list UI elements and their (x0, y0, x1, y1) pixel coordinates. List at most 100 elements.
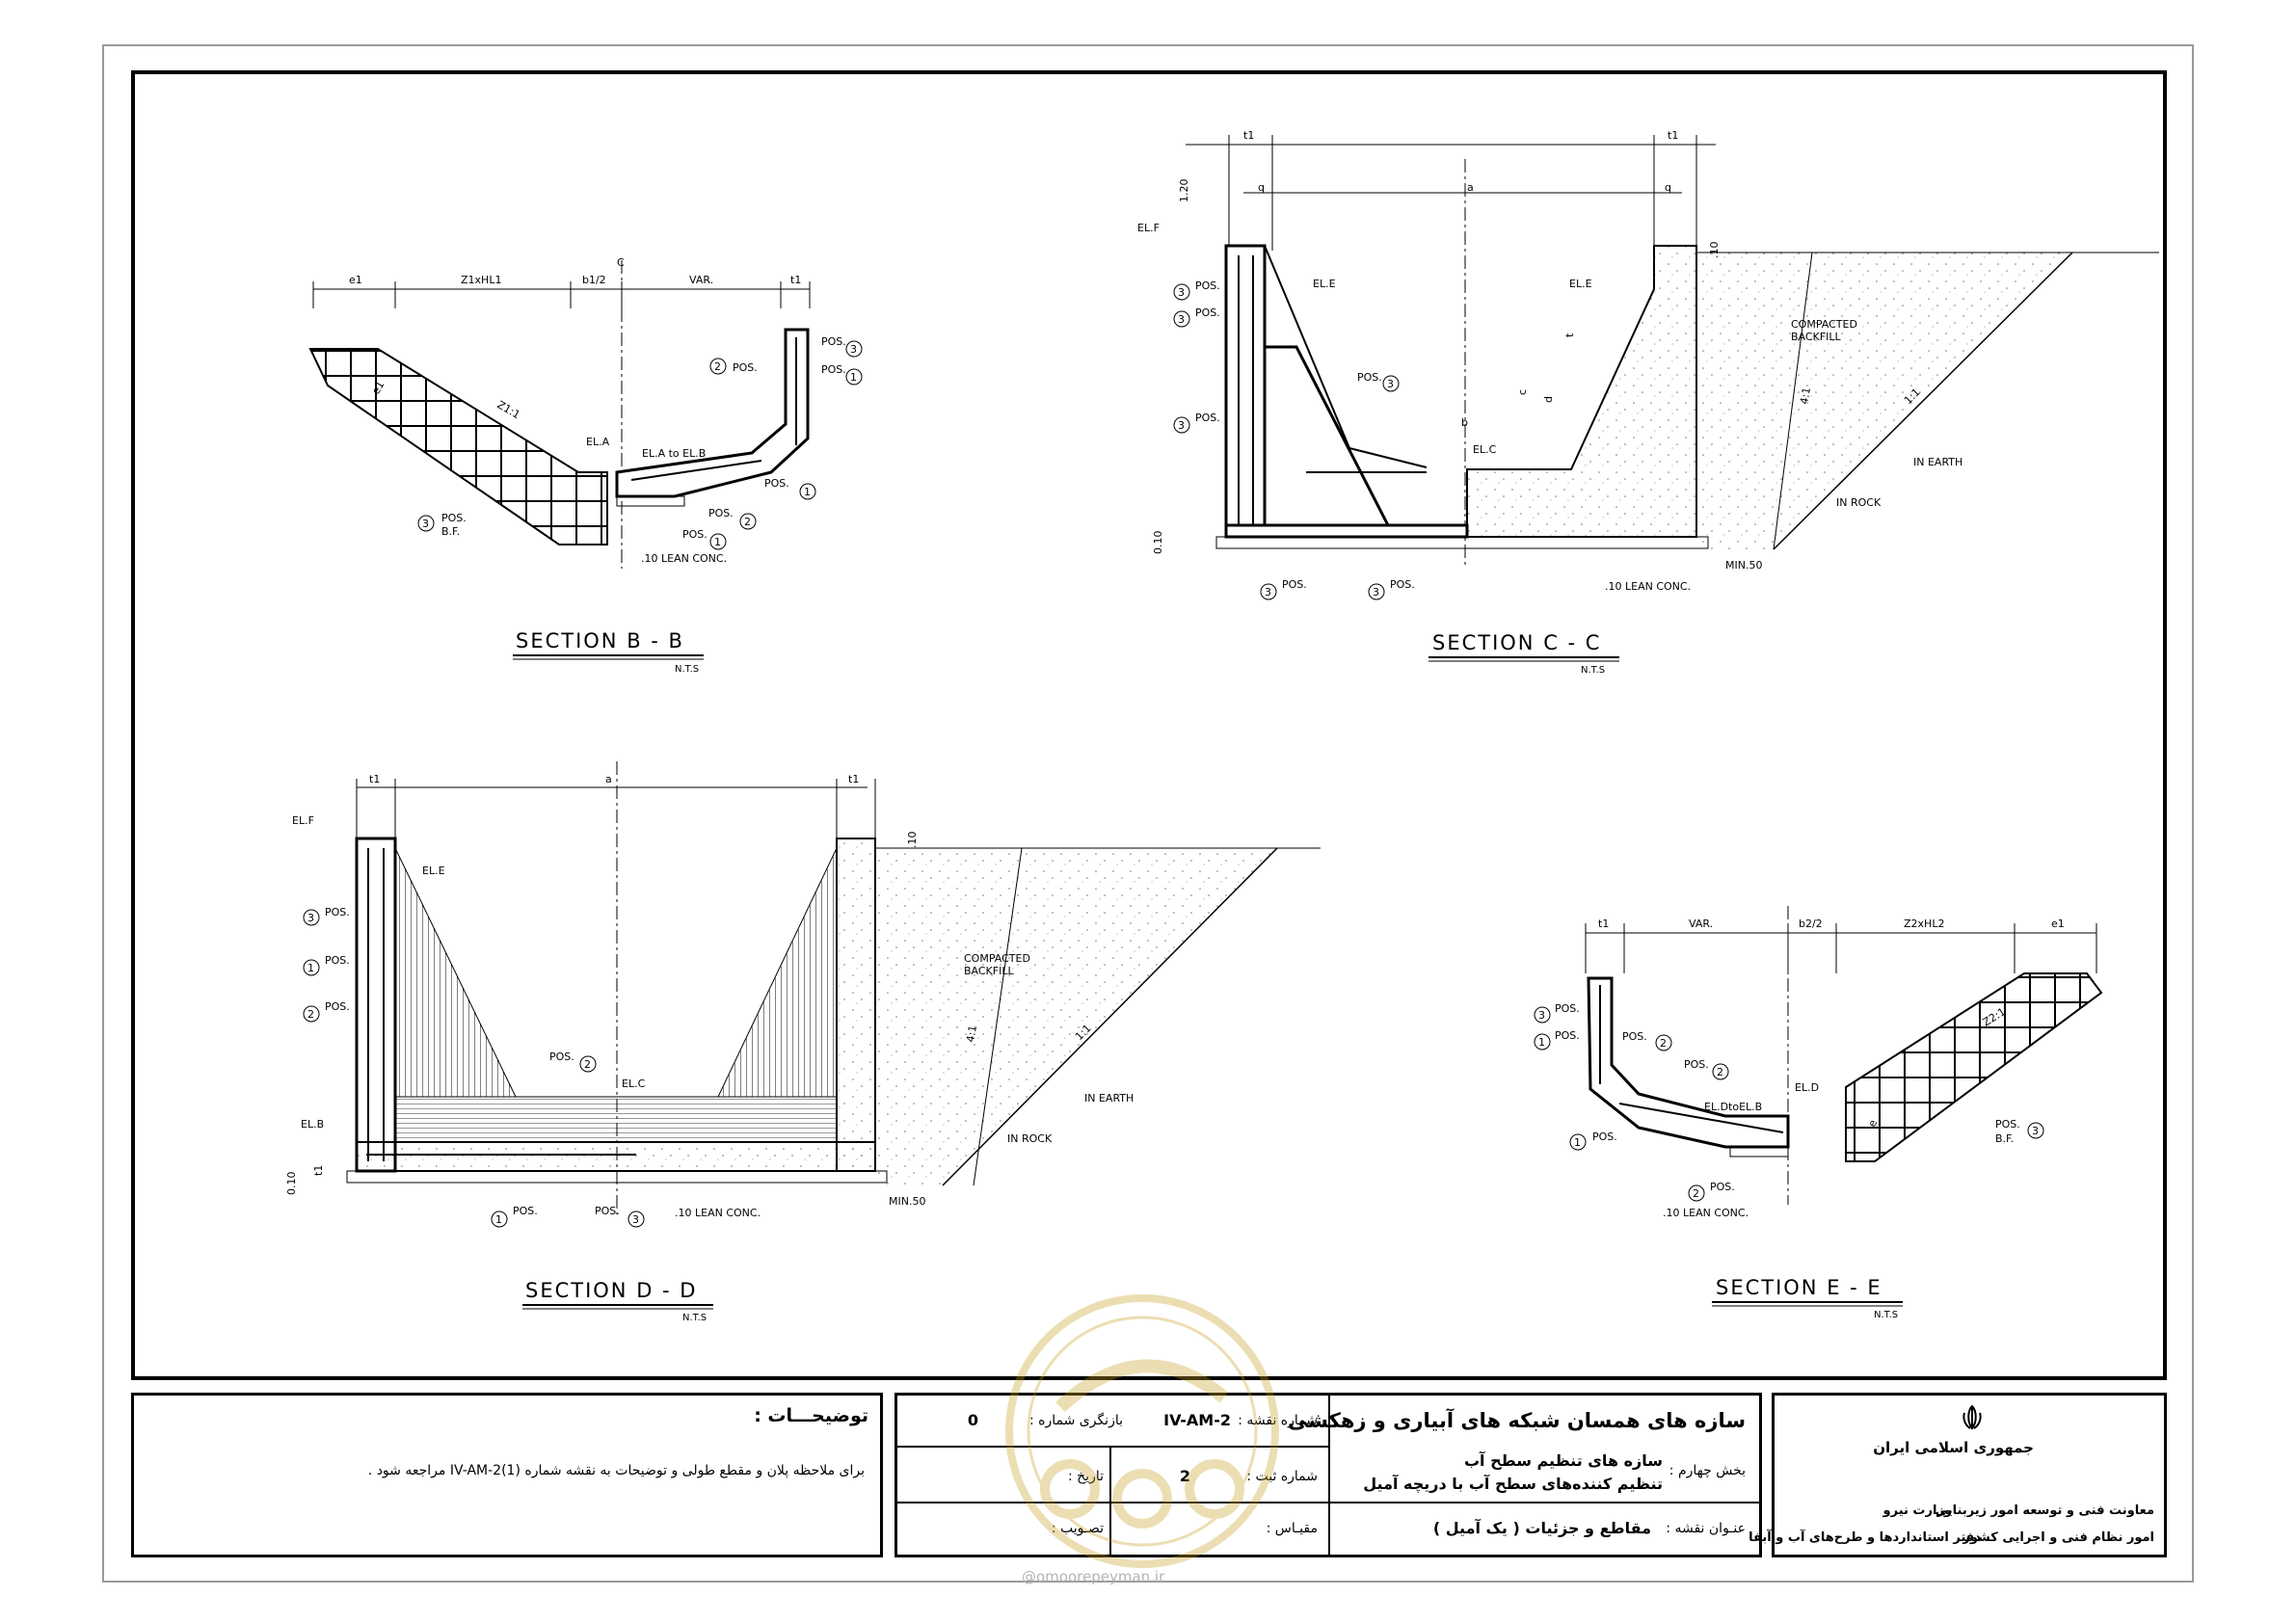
ee-pos-label: POS. (1684, 1058, 1709, 1071)
dd-label-el-c: EL.C (622, 1078, 646, 1090)
country-name: جمهوری اسلامی ایران (1873, 1439, 2034, 1456)
cc-label-rock: IN ROCK (1836, 496, 1882, 509)
cc-dim-q2: q (1665, 181, 1671, 194)
ee-scale: N.T.S (1874, 1310, 1898, 1320)
bb-dim-var: VAR. (689, 274, 713, 286)
bb-scale: N.T.S (675, 664, 699, 675)
cc-label-slope1: 4:1 (1798, 386, 1813, 406)
ee-label-el-d: EL.D (1795, 1081, 1819, 1094)
bb-label-el-a: EL.A (586, 436, 610, 448)
dd-pos-num: 3 (307, 912, 314, 924)
bb-pos-num: 1 (850, 371, 857, 384)
dd-scale: N.T.S (682, 1313, 707, 1323)
part-value-1: سازه های تنظیم سطح آب (1463, 1451, 1663, 1470)
cc-label-lean: .10 LEAN CONC. (1605, 580, 1691, 593)
part-label: بخش چهارم : (1669, 1463, 1746, 1478)
dd-label-el-b: EL.B (301, 1118, 324, 1131)
divider (897, 1502, 1328, 1503)
bb-dim-z1hl1: Z1xHL1 (461, 274, 501, 286)
notes-title: توضیحـــات : (754, 1405, 868, 1426)
cc-label-t: t (1563, 333, 1576, 337)
bb-label-slope: Z1:1 (495, 398, 522, 421)
drawing-no-label: شماره نقشه : (1238, 1413, 1318, 1428)
drawing-title-value: مقاطع و جزئیات ( یک آمیل ) (1432, 1519, 1651, 1537)
cc-dim-010: 0.10 (1152, 531, 1164, 555)
ee-label-e: e (1866, 1118, 1881, 1129)
cc-pos-num: 3 (1373, 586, 1379, 599)
ee-pos-num: 1 (1538, 1036, 1545, 1049)
dd-label-lean: .10 LEAN CONC. (675, 1207, 761, 1219)
bb-pos-num: 2 (714, 360, 721, 373)
ee-dim-b2: b2/2 (1799, 918, 1823, 930)
ee-label-el-db: EL.DtoEL.B (1704, 1101, 1762, 1113)
title-block: سازه های همسان شبکه های آبیاری و زهکشی ب… (894, 1393, 1762, 1557)
cc-label-earth: IN EARTH (1913, 456, 1962, 468)
cc-dim-q: q (1258, 181, 1265, 194)
cc-dim-120: 1.20 (1178, 179, 1190, 203)
cc-label-el-e2: EL.E (1569, 278, 1592, 290)
bb-pos-num: 3 (422, 518, 429, 530)
cc-dim-10: .10 (1708, 242, 1721, 259)
bb-pos-label: POS. (682, 528, 707, 541)
part-value-2: تنظیم کننده‌های سطح آب با دریچه آمیل (1363, 1475, 1663, 1493)
ee-dim-z2hl2: Z2xHL2 (1904, 918, 1944, 930)
cc-label-c: c (1516, 389, 1529, 395)
cc-label-el-e: EL.E (1313, 278, 1336, 290)
bb-pos-label: POS. (764, 477, 789, 490)
cc-pos-label: POS. (1195, 279, 1220, 292)
cc-pos-num: 3 (1178, 419, 1185, 432)
cc-label-b: b (1461, 416, 1468, 429)
dd-label-earth: IN EARTH (1084, 1092, 1134, 1104)
sheet-outer-border (102, 44, 2194, 1583)
cc-pos-label: POS. (1282, 578, 1307, 591)
dd-pos-num: 1 (495, 1213, 502, 1226)
bb-pos-num: 1 (714, 536, 721, 548)
ee-pos-label: POS. (1592, 1131, 1617, 1143)
drawing-title-label: عنـوان نقشه : (1666, 1521, 1746, 1536)
bb-dim-t1: t1 (790, 274, 801, 286)
revision-label: بازنگری شماره : (1028, 1413, 1123, 1428)
cc-dim-t1b: t1 (1668, 129, 1678, 142)
cc-pos-label: POS. (1195, 412, 1220, 424)
ee-dim-var: VAR. (1689, 918, 1713, 930)
ee-pos-label: POS. (1555, 1029, 1580, 1042)
office-1: امور نظام فنی و اجرایی کشور (1962, 1530, 2154, 1545)
cc-scale: N.T.S (1581, 665, 1605, 676)
dd-pos-label: POS. (513, 1205, 538, 1217)
ee-pos-num: 2 (1693, 1187, 1699, 1200)
dd-dim-t1: t1 (369, 773, 380, 785)
watermark-site: @omoorepeyman.ir (1022, 1568, 1165, 1585)
ee-label-lean: .10 LEAN CONC. (1663, 1207, 1749, 1219)
cc-pos-num: 3 (1178, 313, 1185, 326)
dd-pos-num: 3 (632, 1213, 639, 1226)
bb-dim-e1: e1 (349, 274, 362, 286)
cc-pos-label: POS. (1390, 578, 1415, 591)
bb-pos-label: POS. (733, 361, 758, 374)
emblem-icon (1962, 1404, 1982, 1430)
cc-label-d: d (1542, 396, 1555, 403)
ee-pos-num: 1 (1574, 1136, 1581, 1149)
dd-dim-t1c: t1 (312, 1165, 325, 1176)
sheet-no-value: 2 (1179, 1467, 1190, 1485)
divider (897, 1446, 1328, 1448)
ee-title: SECTION E - E (1716, 1276, 1882, 1299)
bb-label-lean: .10 LEAN CONC. (641, 552, 727, 565)
dd-pos-num: 1 (307, 962, 314, 974)
ee-pos-label: POS. (1622, 1030, 1647, 1043)
approval-label: تصـویب : (1051, 1521, 1104, 1536)
dd-dim-a: a (605, 773, 612, 785)
date-label: تاریخ : (1067, 1469, 1104, 1484)
deputy-name: معاونت فنی و توسعه امور زیربنایی (1935, 1503, 2154, 1518)
dd-label-slope1: 4:1 (964, 1024, 979, 1044)
cc-dim-a: a (1467, 181, 1474, 194)
dd-dim-t1b: t1 (848, 773, 859, 785)
cc-pos-label: POS. (1195, 306, 1220, 319)
divider (1328, 1396, 1330, 1555)
cc-dim-min50: MIN.50 (1725, 559, 1762, 572)
bb-pos-label: POS. (821, 363, 846, 376)
watermark-logo (1005, 1294, 1279, 1568)
section-cc: t1 q a q t1 1.20 EL.F EL.E EL.E EL.C COM… (1137, 129, 2159, 676)
